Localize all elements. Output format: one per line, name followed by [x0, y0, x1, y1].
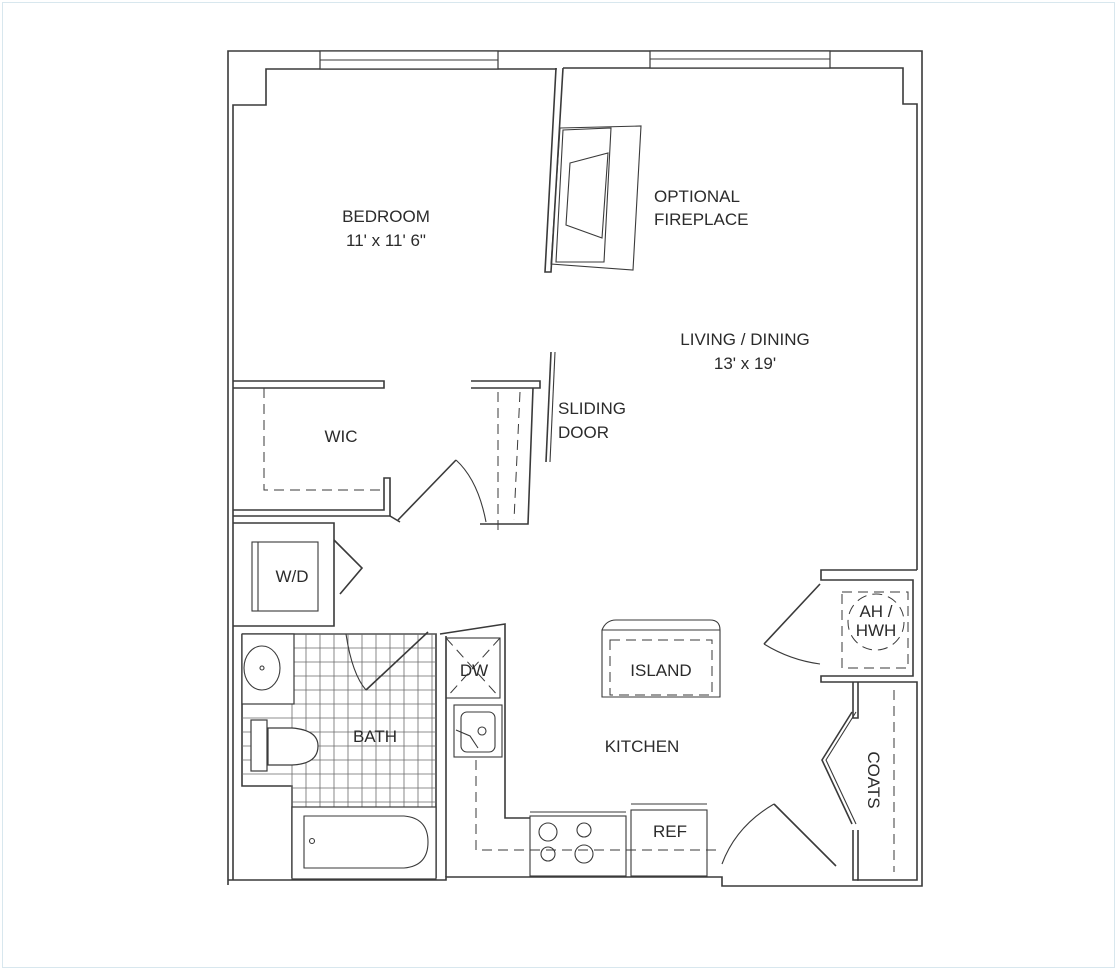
dishwasher-label: DW [460, 661, 488, 680]
wic-label: WIC [324, 427, 357, 446]
exterior-walls [227, 50, 923, 887]
washer-dryer [251, 541, 319, 612]
bedroom-label: BEDROOM [342, 207, 430, 226]
refrigerator [630, 809, 708, 877]
kitchen-sink [453, 704, 503, 758]
laundry [233, 522, 364, 627]
washer-dryer-label: W/D [275, 567, 308, 586]
fireplace [544, 67, 642, 273]
labels: BEDROOM 11' x 11' 6" OPTIONAL FIREPLACE … [275, 187, 896, 841]
wic-closet [233, 380, 487, 523]
entry-closets [721, 583, 909, 881]
kitchen [439, 619, 721, 877]
living-label: LIVING / DINING [680, 330, 809, 349]
fireplace-label-2: FIREPLACE [654, 210, 748, 229]
bathtub [303, 815, 429, 869]
bath-label: BATH [353, 727, 397, 746]
water-heater [847, 593, 905, 651]
bathroom [241, 631, 437, 880]
dishwasher [445, 637, 501, 699]
water-heater-label-2: HWH [856, 621, 897, 640]
bedroom-size: 11' x 11' 6" [346, 231, 426, 250]
sliding-door-label-1: SLIDING [558, 399, 626, 418]
coats-label: COATS [864, 751, 883, 808]
island-label: ISLAND [630, 661, 691, 680]
living-size: 13' x 19' [714, 354, 776, 373]
range [529, 815, 627, 877]
sliding-door-label-2: DOOR [558, 423, 609, 442]
toilet-bowl [267, 727, 319, 766]
island [601, 619, 721, 698]
vanity [241, 633, 295, 705]
fireplace-label-1: OPTIONAL [654, 187, 740, 206]
closet-sliding [471, 351, 556, 530]
windows [319, 50, 831, 70]
sink [243, 645, 281, 691]
water-heater-label-1: AH / [859, 602, 892, 621]
kitchen-label: KITCHEN [605, 737, 680, 756]
refrigerator-label: REF [653, 822, 687, 841]
toilet-tank [250, 719, 268, 772]
